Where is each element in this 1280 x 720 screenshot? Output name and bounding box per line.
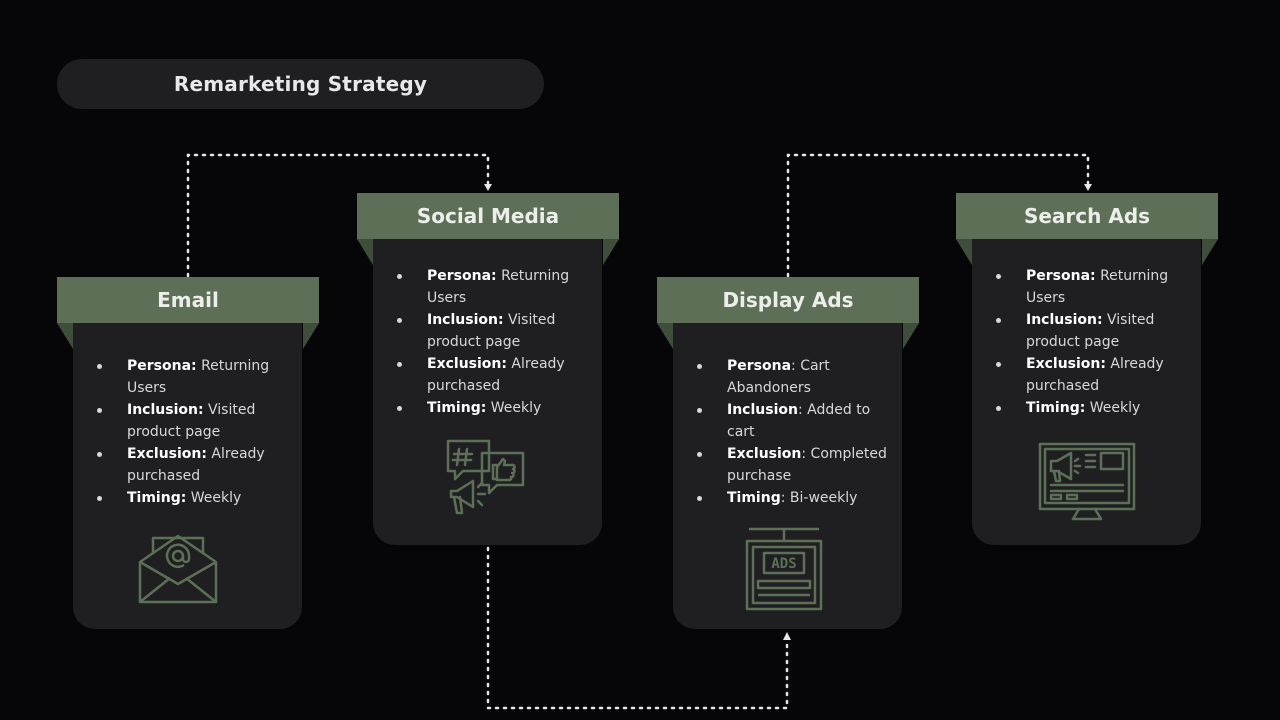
arrowhead-search (1084, 184, 1092, 191)
list-item: Inclusion: Visited product page (97, 399, 292, 443)
list-item: Persona: Returning Users (97, 355, 292, 399)
list-item: Timing: Weekly (996, 397, 1191, 419)
card-header: Display Ads (657, 277, 919, 323)
list-item: Timing: Weekly (97, 487, 292, 509)
list-item: Persona: Returning Users (996, 265, 1191, 309)
ads-billboard-icon: ADS (745, 527, 823, 611)
card-title: Social Media (416, 204, 560, 228)
list-item: Timing: Weekly (397, 397, 592, 419)
email-envelope-icon (138, 534, 218, 604)
list-item: Inclusion: Visited product page (996, 309, 1191, 353)
list-item: Exclusion: Already purchased (397, 353, 592, 397)
list-item: Persona: Returning Users (397, 265, 592, 309)
ads-icon-text: ADS (771, 556, 796, 572)
list-item: Inclusion: Visited product page (397, 309, 592, 353)
list-item: Persona: Cart Abandoners (697, 355, 892, 399)
criteria-list: Persona: Returning Users Inclusion: Visi… (397, 265, 592, 419)
list-item: Inclusion: Added to cart (697, 399, 892, 443)
card-title: Email (157, 288, 219, 312)
arrowhead-social (484, 184, 492, 191)
card-body: Persona: Cart Abandoners Inclusion: Adde… (673, 323, 902, 629)
list-item: Timing: Bi-weekly (697, 487, 892, 509)
card-body: Persona: Returning Users Inclusion: Visi… (972, 239, 1201, 545)
title-pill: Remarketing Strategy (57, 59, 544, 109)
criteria-list: Persona: Cart Abandoners Inclusion: Adde… (697, 355, 892, 509)
social-media-icon (446, 439, 525, 515)
arrowhead-display (783, 632, 791, 640)
card-body: Persona: Returning Users Inclusion: Visi… (373, 239, 602, 545)
list-item: Exclusion: Completed purchase (697, 443, 892, 487)
card-header: Social Media (357, 193, 619, 239)
page-title: Remarketing Strategy (173, 72, 428, 96)
card-header: Search Ads (956, 193, 1218, 239)
card-title: Search Ads (1023, 204, 1151, 228)
monitor-megaphone-icon (1038, 442, 1136, 521)
list-item: Exclusion: Already purchased (996, 353, 1191, 397)
criteria-list: Persona: Returning Users Inclusion: Visi… (97, 355, 292, 509)
card-title: Display Ads (722, 288, 854, 312)
list-item: Exclusion: Already purchased (97, 443, 292, 487)
card-header: Email (57, 277, 319, 323)
criteria-list: Persona: Returning Users Inclusion: Visi… (996, 265, 1191, 419)
